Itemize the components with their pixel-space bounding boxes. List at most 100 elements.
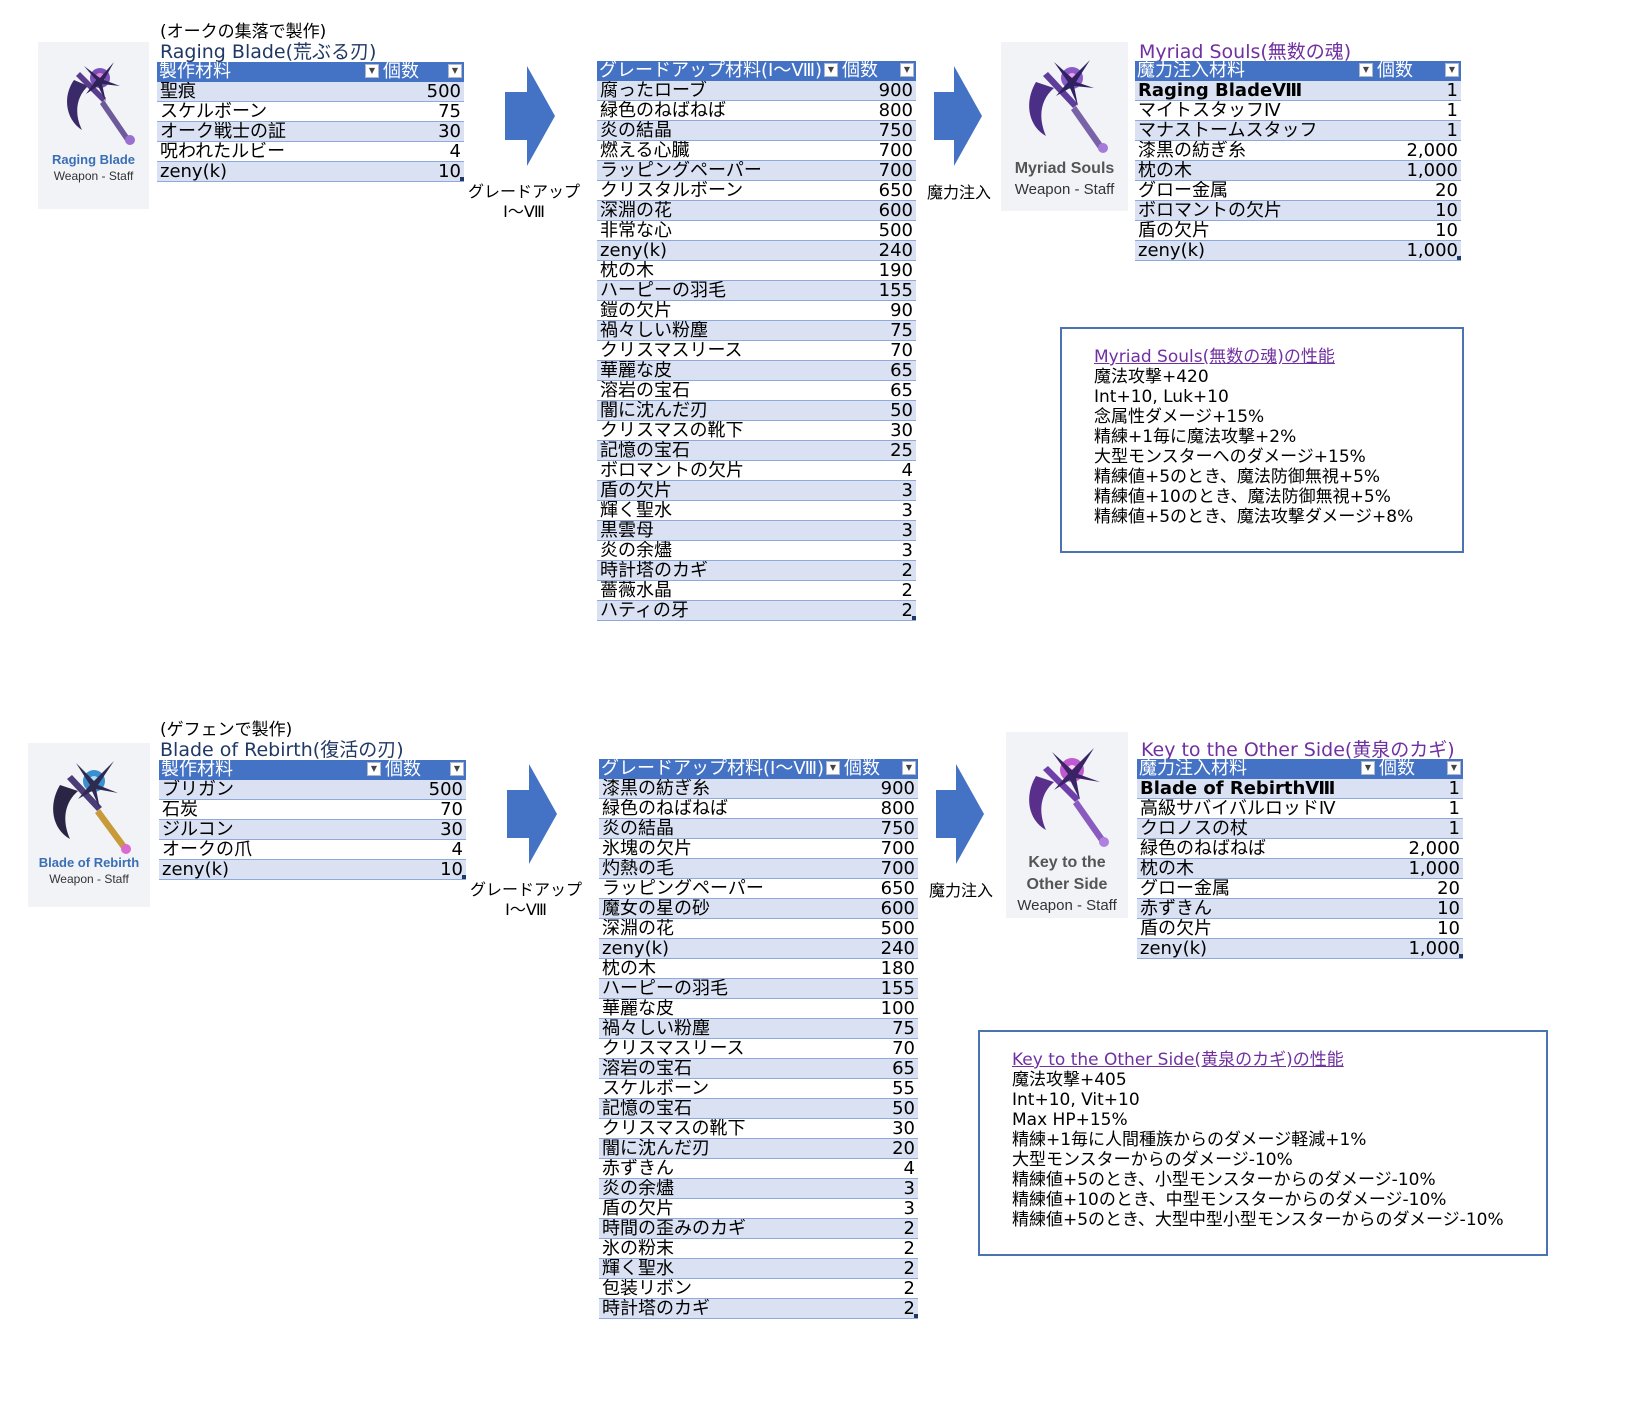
material-name-cell[interactable]: 闇に沈んだ刃 — [599, 1138, 842, 1159]
material-name-cell[interactable]: 灼熱の毛 — [599, 858, 842, 879]
material-name-cell[interactable]: 深淵の花 — [597, 200, 840, 221]
material-name-cell[interactable]: 盾の欠片 — [599, 1198, 842, 1219]
material-name-cell[interactable]: 時計塔のカギ — [597, 560, 840, 581]
material-count-cell[interactable]: 700 — [840, 160, 916, 181]
material-count-cell[interactable]: 100 — [842, 998, 918, 1019]
material-name-cell[interactable]: Blade of RebirthⅧ — [1137, 779, 1377, 799]
filter-dropdown-icon[interactable]: ▼ — [1445, 63, 1459, 77]
material-count-cell[interactable]: 75 — [842, 1018, 918, 1039]
material-count-cell[interactable]: 75 — [840, 320, 916, 341]
material-count-cell[interactable]: 3 — [840, 520, 916, 541]
material-name-cell[interactable]: 記憶の宝石 — [599, 1098, 842, 1119]
material-count-cell[interactable]: 3 — [840, 500, 916, 521]
column-header-count[interactable]: 個数▼ — [383, 760, 466, 780]
filter-dropdown-icon[interactable]: ▼ — [824, 63, 838, 77]
material-name-cell[interactable]: スケルボーン — [157, 101, 381, 122]
material-count-cell[interactable]: 2 — [842, 1218, 918, 1239]
filter-dropdown-icon[interactable]: ▼ — [448, 64, 462, 78]
column-header-count[interactable]: 個数▼ — [840, 61, 916, 81]
material-count-cell[interactable]: 1,000 — [1377, 938, 1463, 959]
material-count-cell[interactable]: 1 — [1377, 818, 1463, 839]
material-name-cell[interactable]: 燃える心臓 — [597, 140, 840, 161]
material-count-cell[interactable]: 1,000 — [1375, 240, 1461, 261]
column-header-count[interactable]: 個数▼ — [381, 62, 464, 82]
material-name-cell[interactable]: 枕の木 — [1137, 858, 1377, 879]
material-count-cell[interactable]: 500 — [383, 780, 466, 800]
material-name-cell[interactable]: 時計塔のカギ — [599, 1298, 842, 1319]
material-count-cell[interactable]: 1 — [1375, 81, 1461, 101]
material-count-cell[interactable]: 90 — [840, 300, 916, 321]
filter-dropdown-icon[interactable]: ▼ — [450, 762, 464, 776]
material-name-cell[interactable]: 禍々しい粉塵 — [597, 320, 840, 341]
material-name-cell[interactable]: zeny(k) — [159, 859, 383, 880]
material-count-cell[interactable]: 10 — [1375, 220, 1461, 241]
material-name-cell[interactable]: 枕の木 — [597, 260, 840, 281]
material-count-cell[interactable]: 70 — [383, 799, 466, 820]
material-name-cell[interactable]: 氷の粉末 — [599, 1238, 842, 1259]
material-count-cell[interactable]: 900 — [840, 81, 916, 101]
material-count-cell[interactable]: 50 — [842, 1098, 918, 1119]
material-count-cell[interactable]: 3 — [842, 1178, 918, 1199]
material-name-cell[interactable]: オーク戦士の証 — [157, 121, 381, 142]
column-header-count[interactable]: 個数▼ — [1377, 759, 1463, 779]
column-header-material[interactable]: グレードアップ材料(Ⅰ～Ⅷ)▼ — [597, 61, 840, 81]
material-count-cell[interactable]: 30 — [383, 819, 466, 840]
material-count-cell[interactable]: 75 — [381, 101, 464, 122]
material-count-cell[interactable]: 1,000 — [1375, 160, 1461, 181]
material-count-cell[interactable]: 1,000 — [1377, 858, 1463, 879]
material-count-cell[interactable]: 700 — [842, 858, 918, 879]
material-name-cell[interactable]: ジルコン — [159, 819, 383, 840]
material-name-cell[interactable]: ラッピングペーパー — [597, 160, 840, 181]
column-header-material[interactable]: グレードアップ材料(Ⅰ～Ⅷ)▼ — [599, 759, 842, 779]
material-count-cell[interactable]: 155 — [842, 978, 918, 999]
material-count-cell[interactable]: 2 — [842, 1258, 918, 1279]
material-name-cell[interactable]: 炎の余燼 — [597, 540, 840, 561]
material-name-cell[interactable]: 呪われたルビー — [157, 141, 381, 162]
material-name-cell[interactable]: 盾の欠片 — [1137, 918, 1377, 939]
material-count-cell[interactable]: 2,000 — [1377, 838, 1463, 859]
column-header-count[interactable]: 個数▼ — [842, 759, 918, 779]
material-count-cell[interactable]: 10 — [1375, 200, 1461, 221]
material-name-cell[interactable]: zeny(k) — [157, 161, 381, 182]
material-count-cell[interactable]: 4 — [840, 460, 916, 481]
material-name-cell[interactable]: マイトスタッフⅣ — [1135, 100, 1375, 121]
material-name-cell[interactable]: 赤ずきん — [599, 1158, 842, 1179]
material-name-cell[interactable]: ボロマントの欠片 — [597, 460, 840, 481]
column-header-material[interactable]: 製作材料▼ — [157, 62, 381, 82]
material-count-cell[interactable]: 4 — [381, 141, 464, 162]
material-name-cell[interactable]: グロー金属 — [1137, 878, 1377, 899]
material-count-cell[interactable]: 1 — [1377, 798, 1463, 819]
material-name-cell[interactable]: クリスタルボーン — [597, 180, 840, 201]
material-name-cell[interactable]: 魔女の星の砂 — [599, 898, 842, 919]
material-count-cell[interactable]: 50 — [840, 400, 916, 421]
material-name-cell[interactable]: 枕の木 — [599, 958, 842, 979]
filter-dropdown-icon[interactable]: ▼ — [1359, 63, 1373, 77]
material-name-cell[interactable]: 赤ずきん — [1137, 898, 1377, 919]
material-count-cell[interactable]: 650 — [840, 180, 916, 201]
material-count-cell[interactable]: 1 — [1375, 100, 1461, 121]
material-name-cell[interactable]: 薔薇水晶 — [597, 580, 840, 601]
material-name-cell[interactable]: クリスマスリース — [597, 340, 840, 361]
material-name-cell[interactable]: 輝く聖水 — [599, 1258, 842, 1279]
material-name-cell[interactable]: Raging BladeⅧ — [1135, 81, 1375, 101]
material-count-cell[interactable]: 500 — [381, 82, 464, 102]
material-count-cell[interactable]: 30 — [842, 1118, 918, 1139]
filter-dropdown-icon[interactable]: ▼ — [367, 762, 381, 776]
material-count-cell[interactable]: 500 — [842, 918, 918, 939]
material-count-cell[interactable]: 2 — [840, 600, 916, 621]
material-name-cell[interactable]: ハティの牙 — [597, 600, 840, 621]
material-name-cell[interactable]: グロー金属 — [1135, 180, 1375, 201]
material-name-cell[interactable]: 深淵の花 — [599, 918, 842, 939]
filter-dropdown-icon[interactable]: ▼ — [1447, 761, 1461, 775]
material-name-cell[interactable]: 包装リボン — [599, 1278, 842, 1299]
material-count-cell[interactable]: 25 — [840, 440, 916, 461]
material-name-cell[interactable]: 鎧の欠片 — [597, 300, 840, 321]
material-count-cell[interactable]: 3 — [840, 540, 916, 561]
material-count-cell[interactable]: 10 — [383, 859, 466, 880]
material-count-cell[interactable]: 4 — [842, 1158, 918, 1179]
material-name-cell[interactable]: スケルボーン — [599, 1078, 842, 1099]
filter-dropdown-icon[interactable]: ▼ — [826, 761, 840, 775]
material-name-cell[interactable]: 非常な心 — [597, 220, 840, 241]
material-count-cell[interactable]: 70 — [840, 340, 916, 361]
material-count-cell[interactable]: 20 — [1377, 878, 1463, 899]
